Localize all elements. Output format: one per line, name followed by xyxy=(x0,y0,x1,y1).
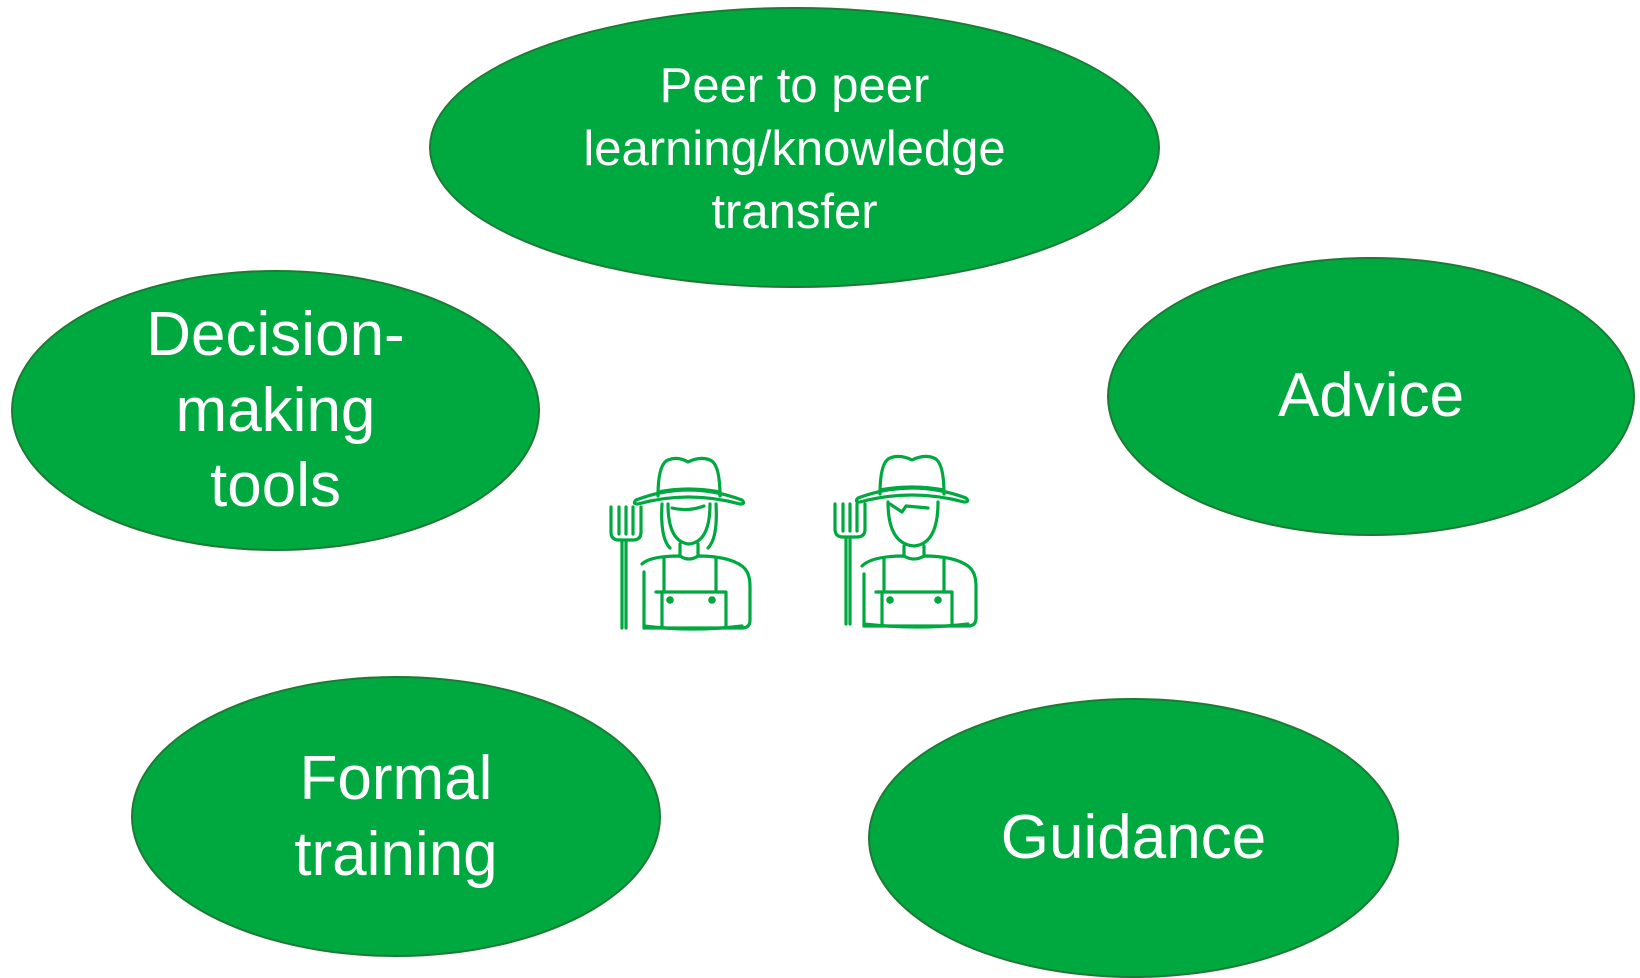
formal-training-label: Formal training xyxy=(294,741,497,892)
female-farmer-icon xyxy=(609,456,752,631)
decision-tools-line-3: tools xyxy=(210,451,341,521)
decision-tools-bubble: Decision- making tools xyxy=(11,270,540,551)
formal-training-bubble: Formal training xyxy=(131,676,661,957)
decision-tools-line-2: making xyxy=(175,375,376,445)
decision-tools-line-1: Decision- xyxy=(146,300,405,370)
peer-learning-line-1: Peer to peer xyxy=(659,59,930,114)
peer-learning-bubble: Peer to peer learning/knowledge transfer xyxy=(429,7,1160,288)
advice-label: Advice xyxy=(1277,361,1465,431)
formal-training-line-2: training xyxy=(294,819,498,889)
peer-learning-line-3: transfer xyxy=(711,184,878,239)
formal-training-line-1: Formal xyxy=(299,743,493,813)
advice-bubble: Advice xyxy=(1107,257,1635,536)
male-farmer-icon xyxy=(833,454,978,629)
peer-learning-label: Peer to peer learning/knowledge transfer xyxy=(583,55,1005,243)
decision-tools-label: Decision- making tools xyxy=(146,297,404,524)
guidance-label: Guidance xyxy=(1000,802,1267,872)
guidance-bubble: Guidance xyxy=(868,698,1399,978)
peer-learning-line-2: learning/knowledge xyxy=(583,122,1006,177)
